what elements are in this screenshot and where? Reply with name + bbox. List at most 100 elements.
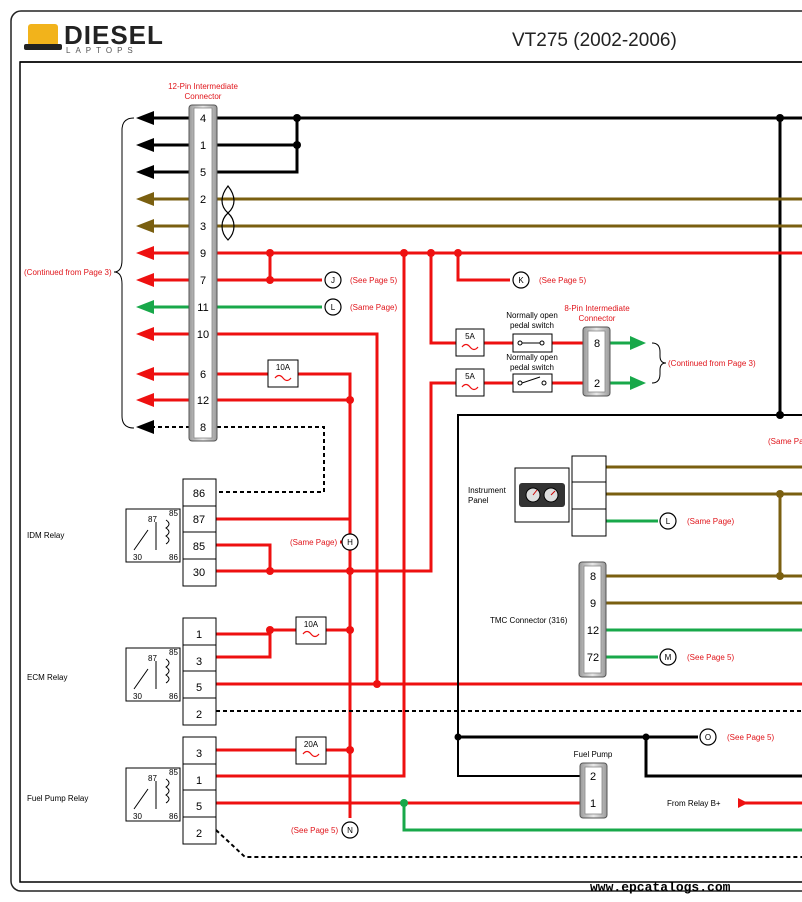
tmc-label: TMC Connector (316): [490, 616, 568, 625]
fuse-5a-1: 5A: [455, 328, 485, 357]
switch2-label-1: Normally open: [506, 353, 558, 362]
relay-pin-85: 85: [169, 768, 178, 777]
logo-text: DIESEL: [64, 20, 164, 50]
splice-node: [266, 567, 274, 575]
wire-green-fpr: [402, 803, 802, 832]
pin-label: 8: [590, 571, 596, 583]
relay-pin-87: 87: [148, 515, 157, 524]
instrument-panel: Instrument Panel: [468, 455, 607, 537]
diagram-border: [19, 61, 802, 883]
fuel-pump-connector: Fuel Pump 2 1: [574, 750, 613, 819]
ref-O-letter: O: [705, 733, 711, 742]
pin-label: 5: [196, 801, 202, 813]
pin-label: 6: [200, 369, 206, 381]
ref-L2-label: (Same Page): [687, 517, 734, 526]
pin-label: 86: [193, 488, 205, 500]
pin-label: 5: [196, 682, 202, 694]
continued-right-label: (Continued from Page 3): [668, 359, 756, 368]
continued-left-label: (Continued from Page 3): [24, 268, 112, 277]
idm-relay: IDM Relay 87 85 30 86 86 87 85 30: [27, 478, 217, 587]
instrument-label-1: Instrument: [468, 486, 507, 495]
idm-relay-label: IDM Relay: [27, 531, 64, 540]
pin-label: 9: [590, 598, 596, 610]
ref-O: O (See Page 5): [699, 728, 774, 746]
pin-label: 3: [196, 656, 202, 668]
page-frame: [10, 10, 802, 892]
ref-L-label: (Same Page): [350, 303, 397, 312]
pedal-switch-1: Normally open pedal switch: [506, 311, 558, 353]
ref-M: M (See Page 5): [659, 648, 734, 666]
fuse-label: 10A: [304, 620, 319, 629]
wire-red-6-b: [298, 372, 352, 818]
wire-red-85: [216, 543, 272, 571]
pin-label: 11: [197, 302, 208, 314]
ref-L: L (Same Page): [324, 298, 397, 316]
pin-label: 72: [587, 652, 599, 664]
pin-label: 3: [196, 748, 202, 760]
switch1-label-1: Normally open: [506, 311, 558, 320]
pin-label: 8: [594, 338, 600, 350]
ref-N: N (See Page 5): [291, 821, 359, 839]
relay-pin-87: 87: [148, 774, 157, 783]
splice-node: [293, 114, 301, 122]
pin-label: 7: [200, 275, 206, 287]
fuse-label: 10A: [276, 363, 291, 372]
pin-label: 2: [590, 771, 596, 783]
tmc-connector: TMC Connector (316) 8 9 12 72: [490, 561, 607, 678]
same-page-edge-label: (Same Pa: [768, 437, 802, 446]
instrument-label-2: Panel: [468, 496, 489, 505]
connector-8-pin: 8-Pin Intermediate Connector 8 2: [564, 304, 630, 397]
pin-label: 10: [197, 329, 209, 341]
ref-K-letter: K: [518, 276, 524, 285]
switch2-label-2: pedal switch: [510, 363, 554, 372]
arrow-green-2: [630, 376, 646, 390]
pedal-switch-2: Normally open pedal switch: [506, 353, 558, 393]
connector-8-title-2: Connector: [579, 314, 616, 323]
fuel-pump-label: Fuel Pump: [574, 750, 613, 759]
pin-label: 1: [196, 629, 202, 641]
pin-label: 2: [200, 194, 206, 206]
connector-12-title-1: 12-Pin Intermediate: [168, 82, 238, 91]
ref-J: J (See Page 5): [324, 271, 397, 289]
wire-red-ecm-1: [216, 632, 272, 659]
logo-laptop-icon: [28, 24, 58, 46]
pin-label: 4: [200, 113, 206, 125]
relay-pin-86: 86: [169, 812, 178, 821]
ref-N-letter: N: [347, 826, 353, 835]
wire-red-fuelrelay-1: [210, 253, 406, 778]
ref-K-label: (See Page 5): [539, 276, 586, 285]
fuse-5a-2: 5A: [455, 368, 485, 397]
pin-label: 30: [193, 567, 205, 579]
pin-label: 12: [197, 395, 209, 407]
relay-pin-30: 30: [133, 553, 142, 562]
splice-node: [776, 411, 784, 419]
splice-node: [373, 680, 381, 688]
fuel-pump-relay: Fuel Pump Relay 87 85 30 86 3 1 5 2: [27, 736, 217, 845]
ref-N-label: (See Page 5): [291, 826, 338, 835]
splice-node: [293, 141, 301, 149]
fuse-label: 5A: [465, 332, 475, 341]
connector-8-title-1: 8-Pin Intermediate: [564, 304, 630, 313]
ref-L2-letter: L: [666, 517, 671, 526]
ref-K: K (See Page 5): [512, 271, 586, 289]
relay-symbol: [125, 767, 181, 822]
pin-label: 5: [200, 167, 206, 179]
pin-label: 9: [200, 248, 206, 260]
relay-pin-85: 85: [169, 509, 178, 518]
switch1-label-2: pedal switch: [510, 321, 554, 330]
splice-node: [346, 746, 354, 754]
ref-H: H (Same Page): [290, 533, 359, 551]
ecm-relay: ECM Relay 87 85 30 86 1 3 5 2: [27, 617, 217, 726]
relay-pin-86: 86: [169, 692, 178, 701]
pin-label: 3: [200, 221, 206, 233]
ref-L-letter: L: [331, 303, 336, 312]
wire-black-return: [644, 737, 802, 778]
splice-node: [346, 396, 354, 404]
fuse-20a: 20A: [295, 736, 327, 765]
pin-label: 1: [590, 798, 596, 810]
left-arrows: [136, 111, 190, 434]
bracket-right: [651, 342, 667, 384]
fuel-pump-relay-label: Fuel Pump Relay: [27, 794, 88, 803]
wire-red-K: [456, 253, 510, 282]
relay-pin-86: 86: [169, 553, 178, 562]
